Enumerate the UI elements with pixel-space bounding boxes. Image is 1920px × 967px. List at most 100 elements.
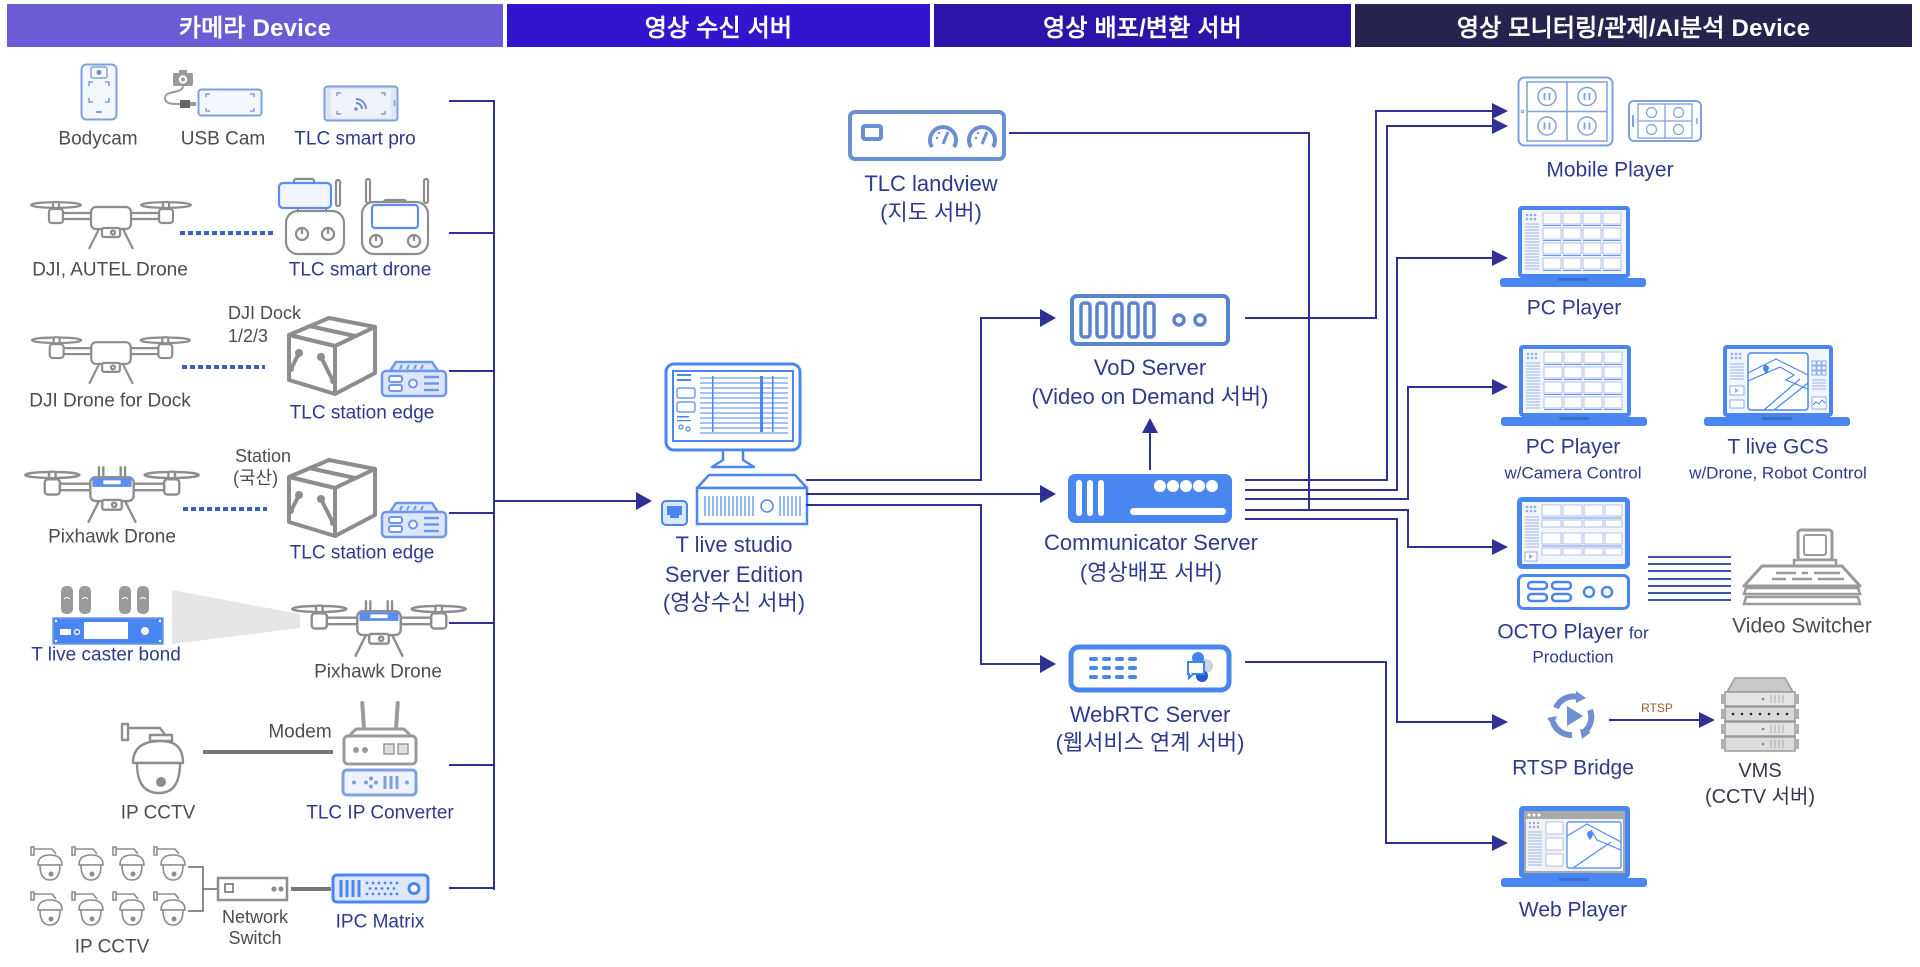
communicator-to-rtsp-line: [1245, 518, 1494, 723]
arrowhead-studio-input: [636, 492, 652, 510]
tlc-ip-converter-label: TLC IP Converter: [306, 802, 454, 824]
arrowhead-mobile-2: [1492, 118, 1508, 134]
pixhawk-drone-label: Pixhawk Drone: [48, 526, 176, 548]
dji-dock-model-label: 1/2/3: [228, 326, 269, 346]
octo-player-label: OCTO Player for: [1497, 622, 1648, 643]
communicator-server-label: Communicator Server: [1044, 530, 1258, 555]
pc-player-camera-label: PC Player: [1525, 435, 1621, 459]
communicator-to-pc-camera-line: [1245, 386, 1494, 500]
tlive-caster-bond-label: T live caster bond: [31, 644, 181, 666]
arrowhead-webrtc-input: [1040, 655, 1056, 673]
dome-camera-icon: [120, 722, 185, 795]
bodycam-label: Bodycam: [58, 128, 138, 150]
web-player-label: Web Player: [1518, 898, 1628, 922]
header-receive-server: 영상 수신 서버: [507, 4, 930, 47]
communicator-to-mobile-line: [1245, 125, 1494, 481]
rtsp-link-label: RTSP: [1641, 701, 1673, 715]
octo-player-for: for: [1628, 623, 1649, 643]
modem-label: Modem: [268, 721, 332, 743]
vms-role-label: (CCTV 서버): [1704, 786, 1816, 808]
header-distribution-server: 영상 배포/변환 서버: [934, 4, 1351, 47]
vod-server-label: VoD Server: [1093, 355, 1207, 380]
pc-player-label: PC Player: [1526, 296, 1622, 320]
smartphone-stream-icon: [323, 85, 399, 122]
tlc-smart-drone-label: TLC smart drone: [288, 259, 432, 281]
storage-server-icon: [1070, 294, 1230, 346]
studio-to-vod-line: [806, 317, 1042, 481]
arrowhead-pc-camera: [1492, 379, 1508, 395]
tlc-smart-pro-label: TLC smart pro: [294, 128, 416, 150]
laptop-browser-icon: [1501, 806, 1647, 887]
rtsp-bridge-label: RTSP Bridge: [1512, 756, 1634, 780]
studio-to-webrtc-line: [806, 504, 1042, 665]
tlc-landview-role-label: (지도 서버): [880, 200, 982, 225]
station-label: Station: [235, 446, 292, 466]
arrowhead-rtsp-bridge: [1492, 714, 1508, 730]
vod-to-mobile-line: [1245, 110, 1494, 319]
dji-drone-for-dock-label: DJI Drone for Dock: [29, 390, 191, 412]
webrtc-server-role-label: (웹서비스 연계 서버): [1055, 730, 1245, 755]
webrtc-server-icon: [1068, 644, 1232, 693]
vms-label: VMS: [1738, 760, 1782, 782]
pc-player-camera-sublabel: w/Camera Control: [1504, 463, 1642, 483]
gauge-server-icon: [848, 110, 1006, 161]
header-camera-device: 카메라 Device: [7, 4, 503, 47]
usb-camera-icon: [163, 70, 263, 117]
tlc-landview-label: TLC landview: [864, 171, 998, 196]
bonding-encoder-icon: [52, 586, 164, 645]
tlc-station-edge-label: TLC station edge: [289, 542, 435, 564]
network-switch-label-line2: Switch: [228, 928, 282, 948]
tlive-gcs-label: T live GCS: [1727, 435, 1829, 459]
arrowhead-web-player: [1492, 835, 1508, 851]
phone-icon: [1628, 100, 1702, 142]
dji-autel-drone-label: DJI, AUTEL Drone: [32, 259, 188, 281]
ip-cctv-label: IP CCTV: [120, 802, 196, 824]
video-switcher-label: Video Switcher: [1732, 614, 1872, 638]
drone-controller-icon: [277, 177, 430, 256]
arrowhead-octo: [1492, 539, 1508, 555]
communicator-to-octo-line: [1245, 509, 1494, 548]
octo-player-name: OCTO Player: [1497, 620, 1623, 644]
network-switch-label: Network: [221, 907, 289, 927]
tlive-studio-role-label: (영상수신 서버): [662, 590, 806, 615]
ipc-matrix-icon: [331, 873, 430, 904]
production-console-icon: [1517, 497, 1630, 610]
rtsp-bridge-icon: [1547, 691, 1595, 739]
arrowhead-vod-input: [1040, 309, 1056, 327]
vod-server-role-label: (Video on Demand 서버): [1031, 384, 1269, 409]
pixhawk-drone-label: Pixhawk Drone: [314, 661, 442, 683]
ip-cctv-group-label: IP CCTV: [74, 936, 150, 958]
arrowhead-communicator-input: [1040, 485, 1056, 503]
webrtc-to-web-player-line: [1245, 661, 1494, 844]
arrowhead-pc-player: [1492, 250, 1508, 266]
station-origin-label: (국산): [233, 468, 279, 488]
tlive-studio-edition-label: Server Edition: [664, 562, 804, 587]
dji-dock-label: DJI Dock: [228, 303, 302, 323]
ipc-matrix-label: IPC Matrix: [335, 911, 425, 933]
tlive-studio-label: T live studio: [675, 532, 793, 557]
arrowhead-vod-from-communicator: [1142, 418, 1158, 433]
communicator-to-pc-player-line: [1245, 257, 1494, 491]
laptop-map-icon: [1704, 345, 1850, 426]
ip-converter-icon: [341, 768, 418, 797]
transmission-beam: [172, 590, 300, 644]
mobile-player-label: Mobile Player: [1546, 158, 1674, 182]
arrowhead-vms: [1699, 712, 1715, 728]
tlc-station-edge-label: TLC station edge: [289, 402, 435, 424]
octo-player-sublabel: Production: [1532, 647, 1614, 667]
video-switcher-icon: [1742, 528, 1862, 606]
router-icon: [342, 701, 418, 766]
header-monitoring-device: 영상 모니터링/관제/AI분석 Device: [1355, 4, 1912, 47]
communicator-server-role-label: (영상배포 서버): [1079, 560, 1223, 585]
tablet-icon: [1517, 76, 1614, 147]
usb-cam-label: USB Cam: [180, 128, 266, 150]
bodycam-phone-icon: [80, 63, 118, 121]
cctv-bracket-connector: [188, 866, 217, 912]
webrtc-server-label: WebRTC Server: [1069, 702, 1231, 727]
workstation-server-icon: [661, 362, 809, 526]
network-switch-icon: [216, 876, 289, 902]
tlive-gcs-sublabel: w/Drone, Robot Control: [1689, 463, 1867, 483]
